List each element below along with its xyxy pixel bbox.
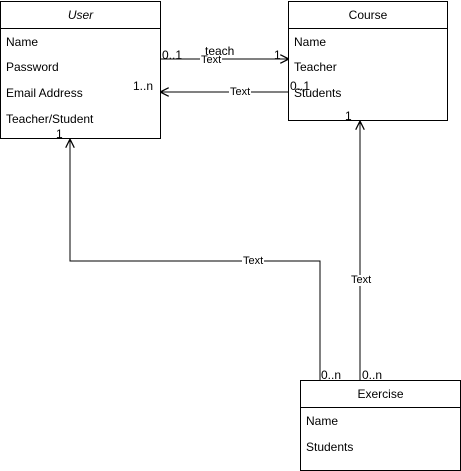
class-course[interactable]: Course Name Teacher Students [288,1,448,121]
edge-exercise-to-course-source-multiplicity: 0..n [362,368,383,382]
class-user-attr-email: Email Address [6,86,83,100]
class-exercise[interactable]: Exercise Name Students [300,380,461,471]
edge-exercise-to-user[interactable] [70,140,321,380]
class-user[interactable]: User Name Password Email Address Teacher… [0,1,161,139]
edge-user-to-course-label: Text [200,54,223,66]
edge-course-to-user-target-multiplicity: 1..n [133,79,154,93]
class-course-attr-students: Students [294,86,342,100]
edge-course-to-user-label: Text [229,86,252,98]
class-exercise-title: Exercise [301,381,460,408]
edge-user-to-course-name: teach [205,44,235,58]
edge-user-to-course-target-multiplicity: 1 [274,48,281,62]
class-exercise-attr-name: Name [306,414,339,428]
edge-exercise-to-user-target-multiplicity: 1 [56,127,63,141]
class-user-attr-role: Teacher/Student [6,112,94,126]
edge-user-to-course-source-multiplicity: 0..1 [162,48,183,62]
class-course-title: Course [289,2,447,29]
class-user-title: User [1,2,160,29]
edge-exercise-to-user-label: Text [242,255,265,267]
class-course-attr-name: Name [294,35,327,49]
edge-exercise-to-user-source-multiplicity: 0..n [321,368,342,382]
class-user-attr-password: Password [6,60,59,74]
edge-exercise-to-course-label: Text [350,274,373,286]
class-exercise-attr-students: Students [306,440,354,454]
class-course-attr-teacher: Teacher [294,60,337,74]
edge-course-to-user-source-multiplicity: 0..1 [290,79,311,93]
class-user-attr-name: Name [6,35,39,49]
edge-exercise-to-course-target-multiplicity: 1 [345,109,352,123]
